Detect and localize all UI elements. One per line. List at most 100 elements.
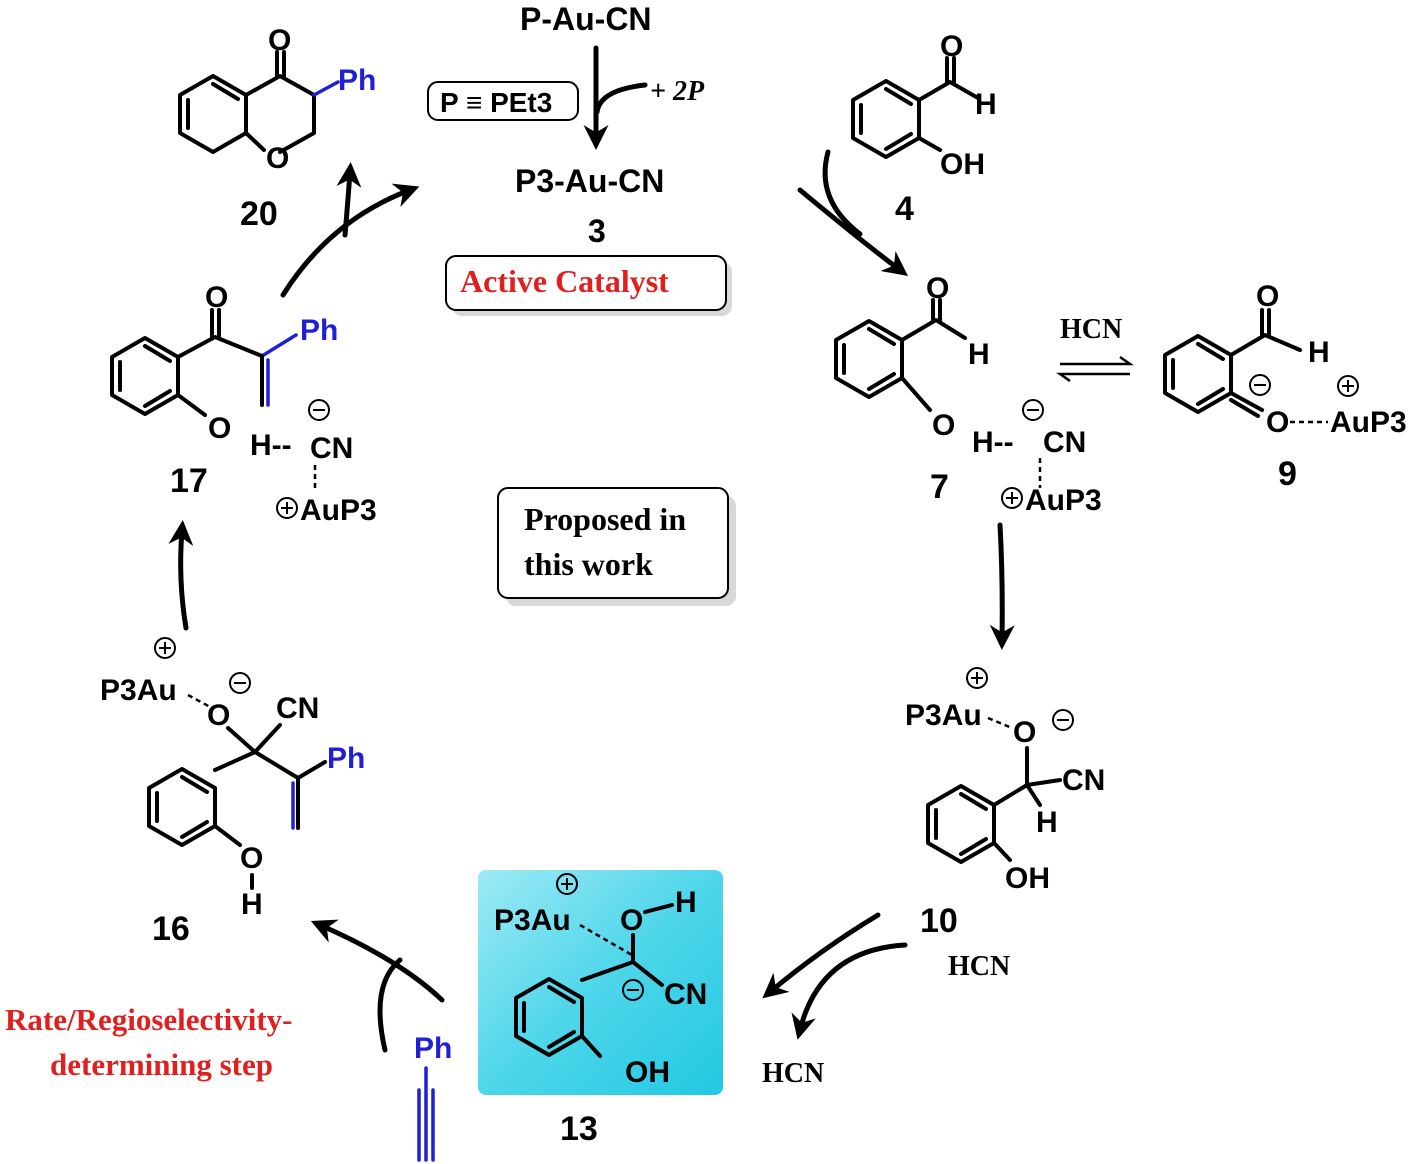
active-catalyst-box [445, 255, 727, 311]
arrow-to-20 [336, 162, 362, 238]
plus-sign-9 [1342, 380, 1354, 392]
plus-sign-10 [971, 672, 983, 684]
aryl-bond-13 [580, 960, 635, 982]
carbonyl-4 [945, 56, 956, 84]
oh-13: OH [625, 1056, 670, 1089]
proposed-box-group: Proposed in this work [497, 487, 736, 606]
oh-bond-13b [580, 1034, 602, 1058]
oh-bond-4 [917, 136, 942, 152]
h-4: H [975, 88, 997, 121]
plus-sign-17 [281, 502, 293, 514]
ring-inner-9 [1171, 342, 1225, 406]
carbonyl-20 [275, 50, 286, 78]
compound-13: P3Au O H CN OH 13 [478, 870, 723, 1148]
o-16b: O [240, 842, 263, 875]
ph-bond-17 [260, 333, 298, 358]
oh-bond-16 [213, 824, 242, 847]
quaternary-c-16 [213, 723, 300, 780]
o-4: O [940, 30, 963, 63]
number-16: 16 [152, 910, 190, 948]
carbonyl-17 [210, 308, 221, 339]
p3au-13: P3Au [494, 904, 571, 937]
minus-charge-10 [1052, 709, 1074, 731]
arrow-10-to-13 [762, 912, 881, 999]
c-bonds-10 [1025, 778, 1062, 807]
aup3-9: AuP3 [1330, 406, 1407, 439]
o-17: O [205, 281, 228, 314]
oh-4: OH [940, 148, 985, 181]
p3au-16: P3Au [100, 674, 177, 707]
number-17: 17 [170, 462, 208, 500]
ph-16: Ph [327, 742, 365, 775]
minus-charge-9 [1249, 374, 1271, 396]
aup3-17: AuP3 [300, 494, 377, 527]
arrow-3-to-7 [797, 187, 908, 277]
h-13: H [675, 886, 697, 919]
h-7: H [968, 338, 990, 371]
arrow-4-in [822, 149, 863, 237]
minus-charge-16 [229, 672, 251, 694]
number-7: 7 [930, 468, 949, 506]
number-20: 20 [240, 195, 278, 233]
ring-o-20: O [266, 142, 289, 175]
p3au-10: P3Au [905, 699, 982, 732]
aup3-7: AuP3 [1025, 484, 1102, 517]
o-20: O [268, 24, 291, 57]
carbonyl-9 [1260, 308, 1271, 337]
ketone-bond-17 [176, 335, 264, 359]
number-4: 4 [895, 190, 914, 228]
proposed-line-1: Proposed in [524, 501, 686, 537]
oh-bond-10 [992, 841, 1012, 862]
number-9: 9 [1278, 455, 1297, 493]
benzene-inner-7 [842, 327, 896, 391]
oh-bond-13 [643, 903, 674, 914]
h-9: H [1308, 336, 1330, 369]
plus-charge-13 [556, 873, 578, 895]
oh-bond-7 [900, 376, 932, 412]
o-7: O [926, 272, 949, 305]
proposed-line-2: this work [524, 546, 653, 582]
plus-sign-16 [159, 642, 171, 654]
arrow-7-to-10 [989, 522, 1015, 650]
cn-16: CN [276, 692, 319, 725]
h-7b: H-- [972, 426, 1014, 459]
rate-label-1: Rate/Regioselectivity- [5, 1002, 293, 1037]
minus-charge-13 [622, 979, 644, 1001]
phosphine-add-arrow [594, 82, 648, 115]
compound-9: O H O AuP3 9 [1163, 280, 1407, 493]
aldehyde-bond-7 [900, 318, 967, 342]
o-7b: O [932, 409, 955, 442]
oh-bond-17 [176, 393, 207, 417]
ph-17: Ph [300, 314, 338, 347]
ring-inner-13 [522, 985, 576, 1049]
o-9: O [1256, 280, 1279, 313]
h-16: H [241, 888, 263, 921]
arrow-hcn-out [791, 942, 908, 1040]
benzene-inner-20 [186, 82, 240, 130]
alkyne-bonds [417, 1066, 435, 1162]
pyranone-ring-20 [244, 74, 316, 154]
cn-13: CN [664, 978, 707, 1011]
o-10: O [1013, 716, 1036, 749]
benzene-inner-4 [859, 87, 913, 151]
arrow-alkyne-in [377, 957, 403, 1053]
compound-16: P3Au O CN Ph O H 16 [100, 637, 365, 948]
plus-2p-label: + 2P [650, 76, 705, 107]
active-catalyst-label: Active Catalyst [460, 263, 669, 299]
compound-10: P3Au O CN H OH 10 [905, 667, 1105, 940]
minus-charge-17 [308, 399, 330, 421]
h-10: H [1036, 806, 1058, 839]
cn-10: CN [1062, 764, 1105, 797]
rate-label-2: determining step [50, 1047, 273, 1082]
eq-forward-arrow [1060, 355, 1134, 366]
compound-4: O H OH 4 [851, 30, 997, 228]
plus-sign-7 [1006, 492, 1018, 504]
oh-10: OH [1005, 862, 1050, 895]
au-dash-13 [579, 923, 633, 957]
aldehyde-bond-4 [917, 80, 980, 102]
arrow-17-to-3 [280, 183, 420, 298]
proposed-box [497, 487, 729, 599]
catalyst-number: 3 [588, 213, 606, 249]
aldehyde-bond-9 [1229, 333, 1302, 357]
